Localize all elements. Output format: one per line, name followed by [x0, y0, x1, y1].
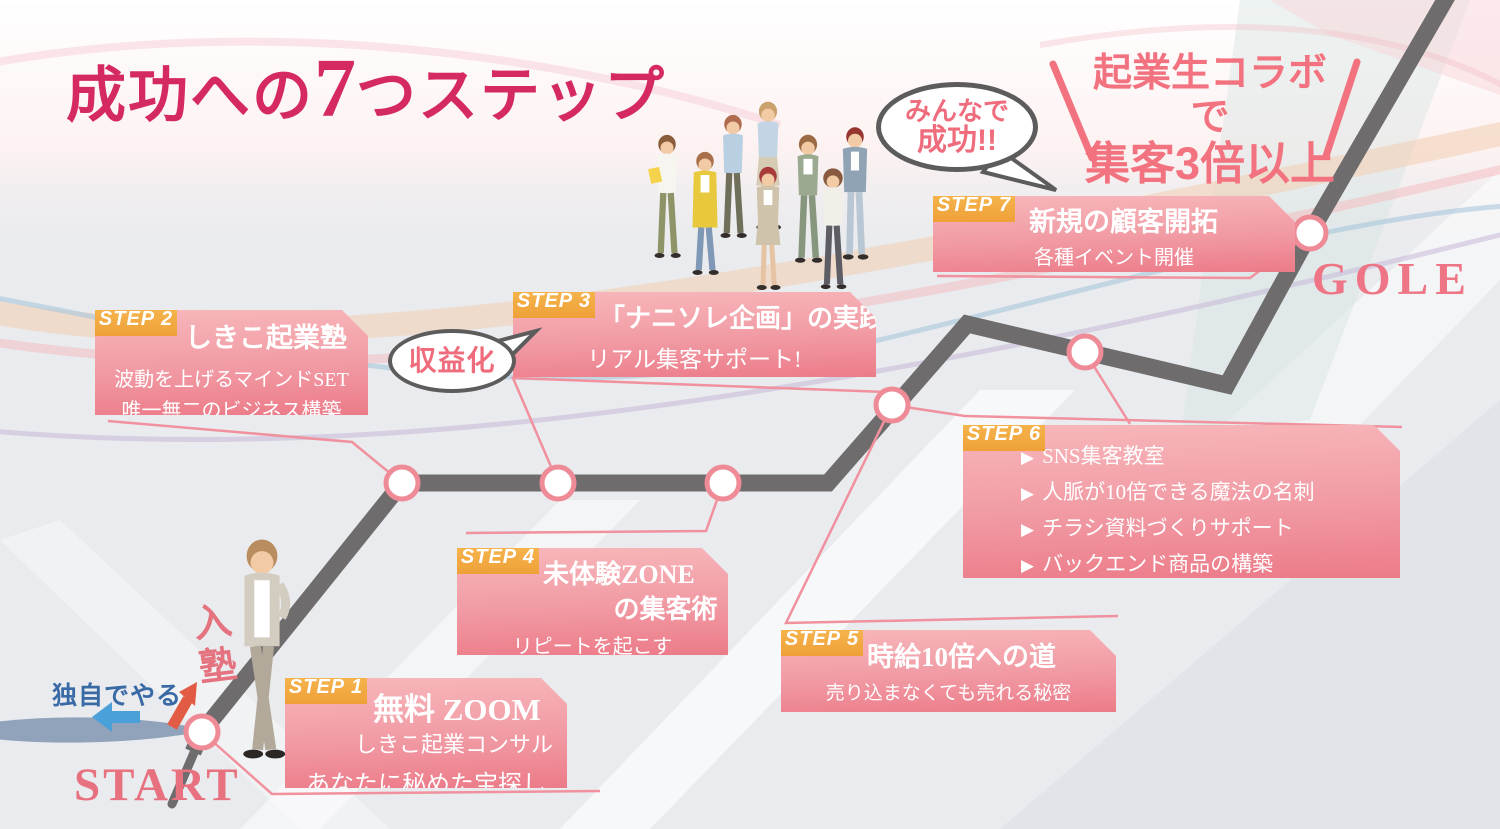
step-tab: STEP 3	[513, 285, 595, 318]
step3-title: 「ナニソレ企画」の実践	[599, 304, 886, 333]
step-card-3: STEP 3 「ナニソレ企画」の実践 リアル集客サポート!	[513, 292, 876, 377]
step3-line: リアル集客サポート!	[587, 347, 802, 372]
step6-item: ▶バックエンド商品の構築	[1021, 552, 1274, 576]
catchphrase: 起業生コラボで 集客3倍以上	[1082, 52, 1338, 190]
step7-title: 新規の顧客開拓	[1029, 207, 1218, 237]
step-card-2: STEP 2 しきこ起業塾 波動を上げるマインドSET 唯一無二のビジネス構築	[95, 310, 368, 415]
node-step1	[183, 713, 221, 751]
start-person-illustration	[243, 539, 291, 759]
step-card-5: STEP 5 時給10倍への道 売り込まなくても売れる秘密	[781, 630, 1116, 712]
triangle-bullet-icon: ▶	[1021, 520, 1035, 539]
catchphrase-line1: 起業生コラボで	[1092, 52, 1327, 139]
success-speech-bubble: みんなで 成功!!	[876, 82, 1038, 172]
step4-title2: の集客術	[613, 595, 718, 624]
step-tab: STEP 4	[457, 541, 539, 574]
step4-title1: 未体験ZONE	[543, 560, 695, 589]
step6-item: ▶SNS集客教室	[1021, 444, 1165, 468]
step2-line2: 唯一無二のビジネス構築	[121, 400, 342, 422]
step1-line: あなたに秘めた宝探し	[306, 772, 546, 798]
step2-line1: 波動を上げるマインドSET	[114, 369, 349, 391]
monetize-speech-bubble: 収益化	[388, 329, 516, 393]
step4-line: リピートを起こす	[512, 636, 673, 658]
step-tab: STEP 7	[933, 189, 1015, 222]
page-title: 成功への7つステップ	[66, 42, 666, 135]
enter-school-label: 入塾	[184, 599, 238, 693]
step-card-1: STEP 1 無料 ZOOM しきこ起業コンサル あなたに秘めた宝探し	[285, 678, 567, 788]
goal-label: GOLE	[1312, 253, 1473, 304]
step-tab: STEP 5	[781, 623, 863, 656]
step-card-6: STEP 6 ▶SNS集客教室 ▶人脈が10倍できる魔法の名刺 ▶チラシ資料づく…	[963, 425, 1400, 578]
step5-title: 時給10倍への道	[867, 642, 1056, 672]
step1-subtitle: しきこ起業コンサル	[354, 732, 553, 757]
step-tab: STEP 1	[285, 671, 367, 704]
node-step3	[539, 464, 577, 502]
step-card-7: STEP 7 新規の顧客開拓 各種イベント開催	[933, 196, 1295, 272]
start-label: START	[74, 759, 241, 811]
bubble-line: 収益化	[408, 345, 496, 377]
brush-stroke	[0, 717, 208, 743]
node-step2	[383, 464, 421, 502]
step-tab: STEP 2	[95, 303, 177, 336]
step1-title: 無料 ZOOM	[373, 692, 541, 727]
step6-item: ▶人脈が10倍できる魔法の名刺	[1021, 480, 1315, 504]
node-step4	[704, 464, 742, 502]
people-group-illustration	[648, 101, 869, 290]
bubble-line: 成功!!	[917, 123, 997, 157]
bubble-line: みんなで	[904, 95, 1009, 126]
step-tab: STEP 6	[963, 418, 1045, 451]
node-step7	[1291, 214, 1329, 252]
step-card-4: STEP 4 未体験ZONE の集客術 リピートを起こす	[457, 548, 728, 655]
node-step6	[1066, 333, 1104, 371]
step7-line: 各種イベント開催	[1034, 247, 1194, 269]
do-it-alone-label: 独自でやる	[52, 683, 183, 710]
catchphrase-line2: 集客3倍以上	[1084, 138, 1336, 190]
triangle-bullet-icon: ▶	[1021, 448, 1035, 467]
triangle-bullet-icon: ▶	[1021, 484, 1035, 503]
node-step5	[873, 386, 911, 424]
step5-line: 売り込まなくても売れる秘密	[825, 683, 1072, 704]
step2-title: しきこ起業塾	[185, 323, 347, 353]
triangle-bullet-icon: ▶	[1021, 556, 1035, 575]
step6-item: ▶チラシ資料づくりサポート	[1021, 516, 1294, 540]
